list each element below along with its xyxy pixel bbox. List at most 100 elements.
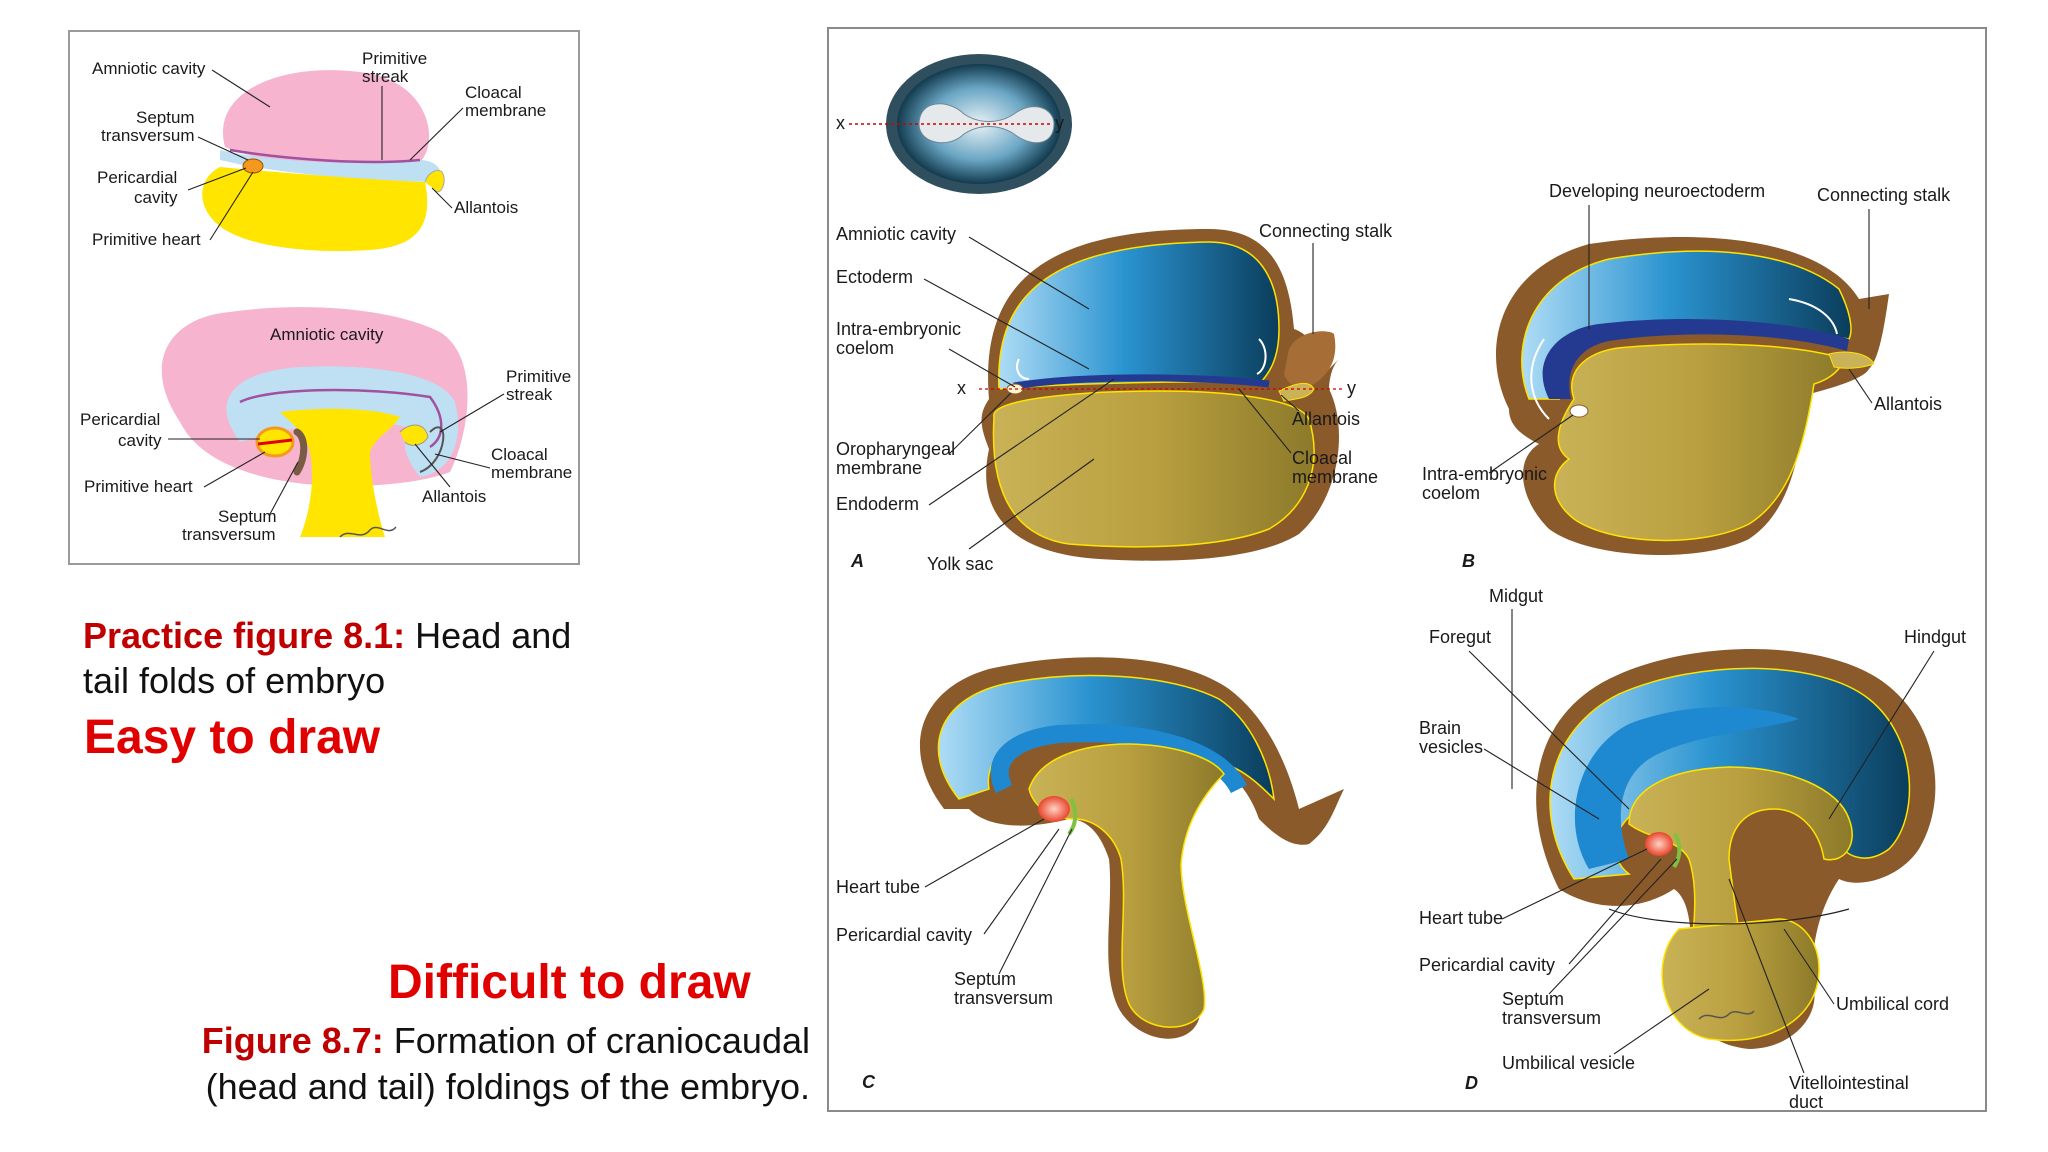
bottom-leader-primitive-streak [439, 393, 505, 433]
panel-d-label-septum-1: Septum [1502, 989, 1564, 1009]
bottom-label-cloacal-membrane-1: Cloacal [491, 445, 548, 464]
practice-caption-text: Head and tail folds of embryo [83, 615, 572, 701]
top-label-pericardial-cavity-2: cavity [134, 188, 178, 207]
top-leader-septum-transversum [197, 136, 249, 161]
practice-caption: Practice figure 8.1: Head and tail folds… [83, 613, 583, 703]
embryonic-disc-top-view [849, 54, 1072, 194]
panel-a-leader-cloacal-membrane [1238, 388, 1292, 454]
panel-d-label-midgut: Midgut [1489, 586, 1543, 606]
figure-8-7-svg: x y Amniotic cavity Ectoderm Intra-embry… [836, 54, 1966, 1110]
top-leader-amniotic-cavity [211, 69, 271, 108]
panel-a-label-amniotic-cavity: Amniotic cavity [836, 224, 956, 244]
panel-b-label-coelom-2: coelom [1422, 483, 1480, 503]
panel-a-label-oropharyngeal-1: Oropharyngeal [836, 439, 955, 459]
figure-caption: Figure 8.7: Formation of craniocaudal (h… [130, 1018, 810, 1110]
panel-c-inner-blue [990, 724, 1248, 794]
panel-a-connecting-stalk [1284, 331, 1336, 387]
top-amniotic-cavity-shape [222, 70, 430, 167]
panel-d-label-umbilical-cord: Umbilical cord [1836, 994, 1949, 1014]
top-embryo-diagram [202, 70, 445, 252]
bottom-label-primitive-heart: Primitive heart [84, 477, 193, 496]
bottom-cloacal-curve [419, 426, 445, 473]
panel-d-label-heart-tube: Heart tube [1419, 908, 1503, 928]
panel-c-yolk-sac [1028, 743, 1225, 1028]
panel-d-label-umbilical-vesicle: Umbilical vesicle [1502, 1053, 1635, 1073]
panel-a-leader-oropharyngeal [948, 392, 1012, 455]
panel-a-embryonic-disc [1013, 374, 1270, 390]
panel-a-leader-allantois [1280, 394, 1300, 412]
panel-b-leader-coelom [1488, 414, 1574, 474]
top-label-cloacal-membrane-1: Cloacal [465, 83, 522, 102]
panel-a-label-yolk-sac: Yolk sac [927, 554, 993, 574]
panel-d-leader-brain-vesicles [1483, 748, 1600, 820]
panel-a-label-coelom-2: coelom [836, 338, 894, 358]
figure-8-7-panel: x y Amniotic cavity Ectoderm Intra-embry… [827, 27, 1987, 1112]
panel-d-diagram [1536, 649, 1936, 1049]
panel-c-heart-tube [1038, 796, 1070, 822]
panel-b-allantois [1828, 351, 1875, 369]
panel-a-label-endoderm: Endoderm [836, 494, 919, 514]
bottom-septum-shape [293, 428, 308, 476]
figure-caption-number: Figure 8.7: [201, 1020, 384, 1061]
panel-d-label-pericardial-cavity: Pericardial cavity [1419, 955, 1555, 975]
panel-b-leader-allantois [1848, 368, 1873, 404]
panel-c-label-septum-2: transversum [954, 988, 1053, 1008]
panel-d-leader-foregut [1468, 650, 1630, 810]
panel-a-label-x: x [957, 378, 966, 398]
panel-c-label-pericardial-cavity: Pericardial cavity [836, 925, 972, 945]
panel-d-leader-umbilical-cord [1783, 928, 1835, 1005]
panel-d-label-vitellointestinal-1: Vitellointestinal [1789, 1073, 1909, 1093]
bottom-yolk-sac-shape [280, 408, 400, 537]
panel-d-letter: D [1465, 1073, 1478, 1093]
panel-d-umbilical-line [1608, 908, 1850, 925]
panel-a-leader-amniotic-cavity [968, 236, 1090, 310]
top-leader-primitive-heart [209, 171, 254, 241]
bottom-label-pericardial-cavity-2: cavity [118, 431, 162, 450]
panel-d-heart-tube [1645, 832, 1673, 856]
panel-a-amniotic-cavity [998, 241, 1280, 390]
panel-d-label-brain-vesicles-1: Brain [1419, 718, 1461, 738]
panel-c-leader-septum [998, 828, 1073, 975]
panel-c-leader-heart-tube [924, 818, 1045, 888]
panel-a-label-oropharyngeal-2: membrane [836, 458, 922, 478]
panel-c-label-heart-tube: Heart tube [836, 877, 920, 897]
easy-label: Easy to draw [84, 711, 381, 764]
panel-d-leader-umbilical-vesicle [1613, 988, 1710, 1055]
top-label-primitive-streak-1: Primitive [362, 49, 427, 68]
panel-d-label-brain-vesicles-2: vesicles [1419, 737, 1483, 757]
practice-caption-number: Practice figure 8.1: [83, 615, 406, 656]
practice-figure-svg: Amniotic cavity Primitive streak Cloacal… [80, 49, 572, 544]
top-mesoderm-band [220, 150, 442, 182]
panel-d-leader-heart-tube [1501, 848, 1648, 920]
panel-b-coelom [1569, 404, 1589, 418]
panel-b-label-connecting-stalk: Connecting stalk [1817, 185, 1951, 205]
panel-a-label-connecting-stalk: Connecting stalk [1259, 221, 1393, 241]
panel-c-letter: C [862, 1072, 876, 1092]
bottom-label-allantois: Allantois [422, 487, 486, 506]
bottom-label-septum-transversum-1: Septum [218, 507, 277, 526]
panel-a-label-cloacal-membrane-2: membrane [1292, 467, 1378, 487]
panel-a-letter: A [850, 551, 864, 571]
panel-c-label-septum-1: Septum [954, 969, 1016, 989]
panel-a-allantois [1278, 382, 1315, 402]
disc-neural-plate [918, 103, 1055, 144]
top-label-primitive-heart: Primitive heart [92, 230, 201, 249]
panel-a-label-allantois: Allantois [1292, 409, 1360, 429]
bottom-label-primitive-streak-1: Primitive [506, 367, 571, 386]
panel-a-label-ectoderm: Ectoderm [836, 267, 913, 287]
panel-b-yolk-sac [1553, 343, 1845, 542]
bottom-leader-primitive-heart [203, 451, 266, 488]
top-ectoderm-line [229, 148, 421, 164]
panel-a-label-y: y [1347, 378, 1356, 398]
signature-left [339, 526, 397, 538]
difficult-label: Difficult to draw [388, 956, 751, 1009]
practice-figure-panel: Amniotic cavity Primitive streak Cloacal… [68, 30, 580, 565]
panel-b-arrow-left [1530, 338, 1550, 420]
panel-a-yolk-sac [992, 390, 1315, 548]
panel-d-leader-hindgut [1828, 650, 1935, 820]
top-leader-cloacal-membrane [409, 107, 464, 161]
panel-a-leader-ectoderm [923, 278, 1090, 370]
disc-label-y: y [1055, 113, 1064, 133]
top-label-cloacal-membrane-2: membrane [465, 101, 546, 120]
panel-d-label-hindgut: Hindgut [1904, 627, 1966, 647]
